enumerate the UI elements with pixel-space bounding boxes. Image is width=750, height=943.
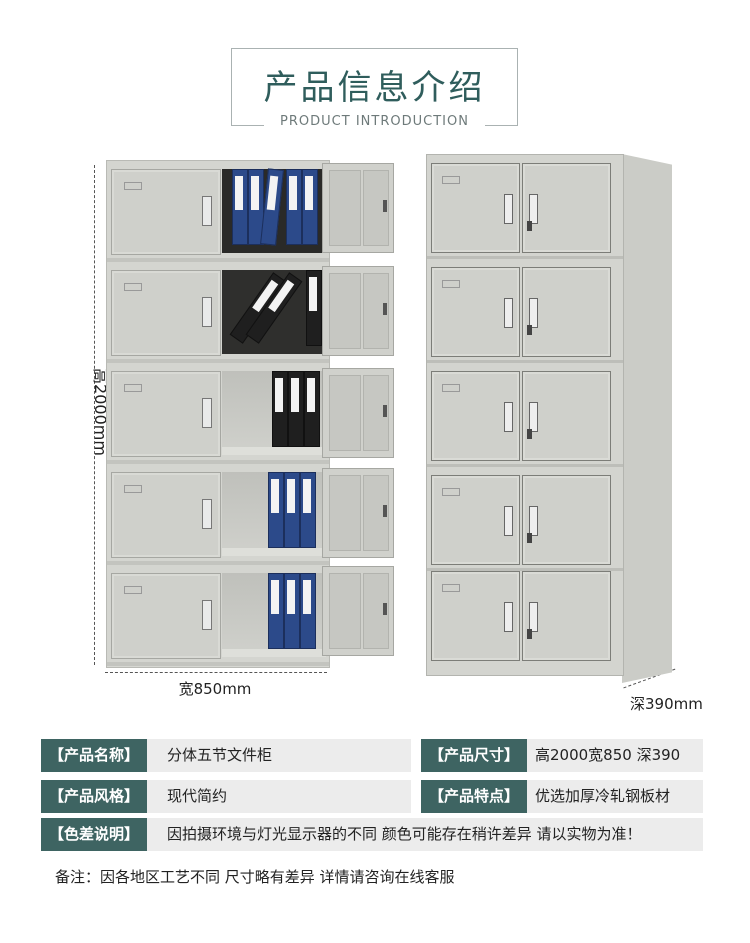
product-name-label: 【产品名称】: [41, 739, 147, 772]
cabinet-tier: [107, 262, 329, 363]
cabinet-tier: [107, 363, 329, 464]
open-door: [322, 163, 394, 253]
width-dimension-line: [105, 672, 327, 674]
open-door: [322, 368, 394, 458]
product-size-label: 【产品尺寸】: [421, 739, 527, 772]
open-door: [322, 566, 394, 656]
cabinet-tier: [427, 259, 623, 363]
cabinet-tier: [427, 363, 623, 467]
info-row-style-feature: 【产品风格】 现代简约 【产品特点】 优选加厚冷轧钢板材: [41, 780, 703, 813]
cabinet-tier: [427, 563, 623, 667]
open-cabinet-image: [106, 160, 330, 668]
title-frame: [231, 48, 518, 126]
cabinet-tier: [107, 161, 329, 262]
product-name-value: 分体五节文件柜: [167, 746, 273, 764]
page-subtitle: PRODUCT INTRODUCTION: [280, 114, 469, 129]
product-style-label: 【产品风格】: [41, 780, 147, 813]
page-title: 产品信息介绍: [263, 68, 486, 108]
open-door: [322, 468, 394, 558]
cabinet-tier: [427, 467, 623, 571]
width-dimension-label: 宽850mm: [178, 680, 252, 698]
cabinet-tier: [107, 565, 329, 666]
product-feature-label: 【产品特点】: [421, 780, 527, 813]
info-row-name-size: 【产品名称】 分体五节文件柜 【产品尺寸】 高2000宽850 深390: [41, 739, 703, 772]
cabinet-tier: [427, 155, 623, 259]
open-door: [322, 266, 394, 356]
depth-dimension-label: 深390mm: [630, 695, 703, 713]
product-size-value: 高2000宽850 深390: [535, 746, 681, 764]
info-row-color-note: 【色差说明】 因拍摄环境与灯光显示器的不同 颜色可能存在稍许差异 请以实物为准！: [41, 818, 703, 851]
color-difference-value: 因拍摄环境与灯光显示器的不同 颜色可能存在稍许差异 请以实物为准！: [167, 825, 642, 843]
color-difference-label: 【色差说明】: [41, 818, 147, 851]
height-dimension-line: [94, 165, 96, 665]
footnote: 备注：因各地区工艺不同 尺寸略有差异 详情请咨询在线客服: [55, 868, 455, 886]
product-style-value: 现代简约: [167, 787, 228, 805]
cabinet-tier: [107, 464, 329, 565]
closed-cabinet-image: [426, 154, 672, 683]
product-feature-value: 优选加厚冷轧钢板材: [535, 787, 671, 805]
